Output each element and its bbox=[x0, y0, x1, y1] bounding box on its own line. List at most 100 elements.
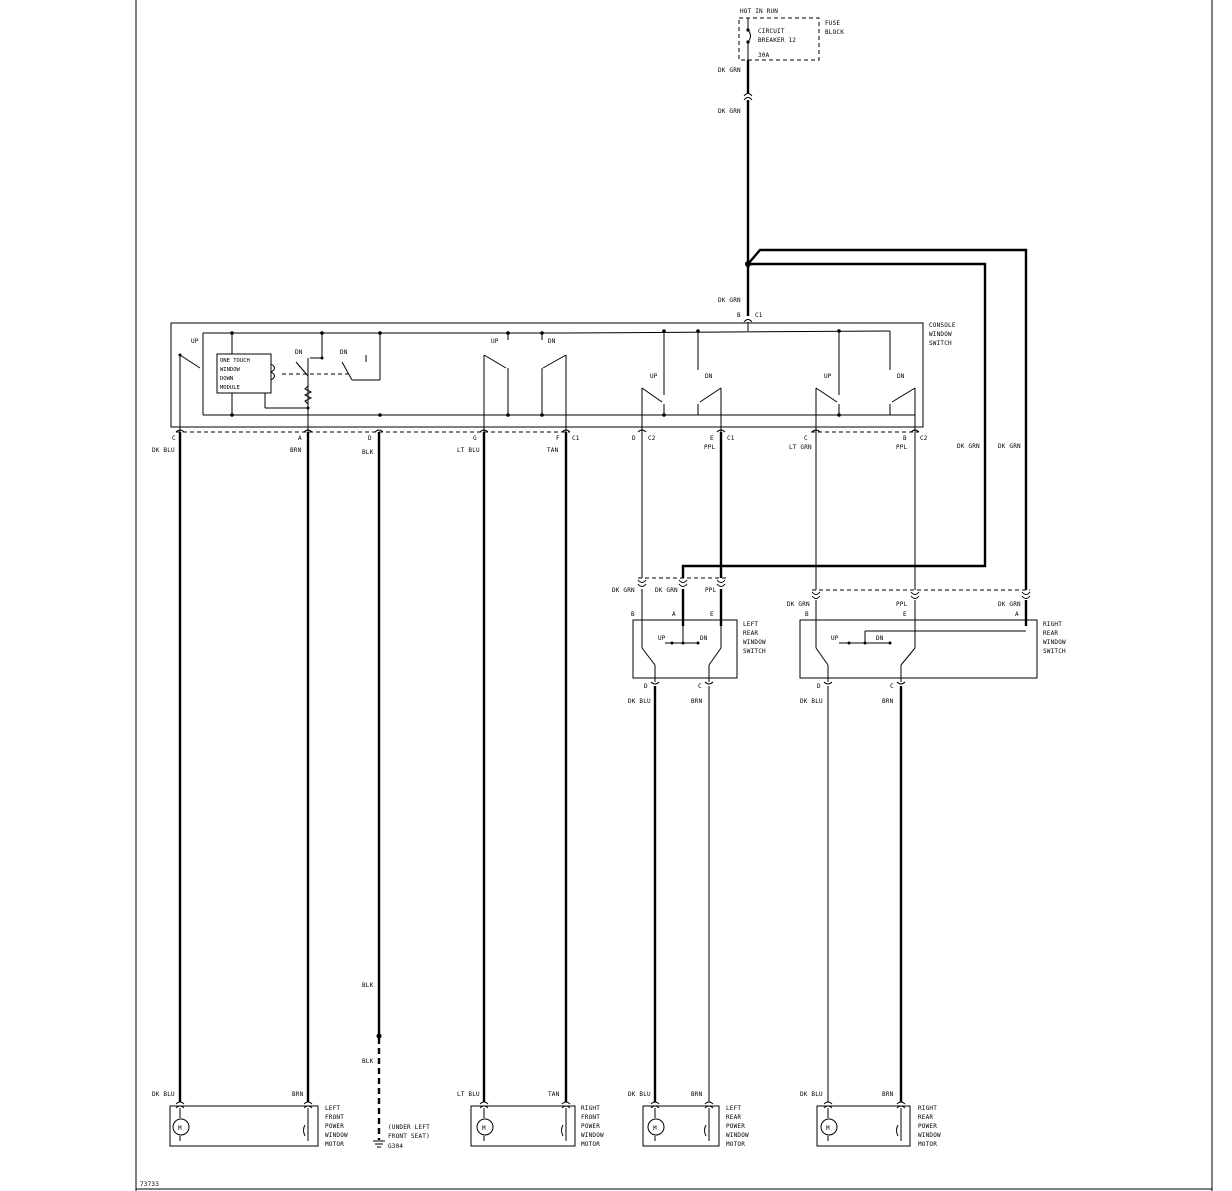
wire-label-lt-grn: LT GRN bbox=[789, 444, 812, 451]
console-label-3: SWITCH bbox=[929, 340, 952, 347]
console-conn-d2: C2 bbox=[648, 435, 656, 442]
lr-top-wire-1: DK GRN bbox=[612, 587, 635, 594]
console-pin-d2: D bbox=[632, 435, 636, 442]
lf-motor-wire-1: DK BLU bbox=[152, 1091, 175, 1098]
lf-motor-wire-2: BRN bbox=[292, 1091, 304, 1098]
feed-wire-label-1: DK GRN bbox=[718, 67, 741, 74]
breaker-amps: 30A bbox=[758, 52, 770, 59]
rr-bottom-wire-2: BRN bbox=[882, 698, 894, 705]
left-rear-control-contacts: UP DN bbox=[641, 329, 722, 432]
left-front-window-motor: DK BLU BRN M LEFT FRONT POWER WINDOW MOT… bbox=[152, 1091, 348, 1148]
lf-motor-label-3: POWER bbox=[325, 1123, 344, 1130]
lr-bottom-wire-1: DK BLU bbox=[628, 698, 651, 705]
breaker-terminal-bottom bbox=[746, 40, 750, 44]
left-front-switch-contacts: UP DN DN bbox=[178, 331, 382, 432]
wire-label-ppl-2: PPL bbox=[896, 444, 908, 451]
rr-top-wire-2: PPL bbox=[896, 601, 908, 608]
lr-pin-b: B bbox=[631, 611, 635, 618]
wire-label-blk: BLK bbox=[362, 449, 374, 456]
lr-pin-e: E bbox=[710, 611, 714, 618]
module-label-3: DOWN bbox=[220, 376, 233, 382]
console-window-switch: CONSOLE WINDOW SWITCH ONE TOUCH WINDOW D… bbox=[170, 322, 956, 433]
rr-top-wire-3: DK GRN bbox=[998, 601, 1021, 608]
hot-in-run-label: HOT IN RUN bbox=[740, 8, 778, 15]
lr-label-4: SWITCH bbox=[743, 648, 766, 655]
rr-dn-label: DN bbox=[897, 373, 905, 380]
lr-pin-c: C bbox=[698, 683, 702, 690]
lr-motor-label-3: POWER bbox=[726, 1123, 745, 1130]
feed-wire-label-2: DK GRN bbox=[718, 108, 741, 115]
ground-note-2: FRONT SEAT) bbox=[388, 1133, 430, 1140]
main-feed-wire: DK GRN DK GRN DK GRN B C1 DK GRN DK GRN bbox=[681, 60, 1028, 590]
rr-motor-outline bbox=[816, 1105, 911, 1147]
rf-dn-label: DN bbox=[548, 338, 556, 345]
feed-connector-label: C1 bbox=[755, 312, 763, 319]
wire-label-tan: TAN bbox=[547, 447, 559, 454]
lf-motor-label-5: MOTOR bbox=[325, 1141, 344, 1148]
diagram-id: 73733 bbox=[140, 1181, 159, 1188]
rr-label-1: RIGHT bbox=[1043, 621, 1062, 628]
rr-motor-label-3: POWER bbox=[918, 1123, 937, 1130]
console-switch-outline bbox=[170, 322, 924, 428]
rr-pin-e: E bbox=[903, 611, 907, 618]
lf-motor-label-1: LEFT bbox=[325, 1105, 340, 1112]
lf-dn-label-2: DN bbox=[340, 349, 348, 356]
fuse-block-outline bbox=[738, 17, 820, 61]
one-touch-module bbox=[216, 353, 272, 394]
console-pin-c: C bbox=[172, 435, 176, 442]
lr-label-3: WINDOW bbox=[743, 639, 766, 646]
rr-label-2: REAR bbox=[1043, 630, 1058, 637]
feed-wire-label-3: DK GRN bbox=[718, 297, 741, 304]
rr-motor-icon bbox=[820, 1118, 838, 1136]
lf-motor-outline bbox=[169, 1105, 319, 1147]
console-conn-f: C1 bbox=[572, 435, 580, 442]
lf-motor-symbol: M bbox=[178, 1125, 182, 1132]
rr-motor-label-5: MOTOR bbox=[918, 1141, 937, 1148]
lf-motor-label-4: WINDOW bbox=[325, 1132, 348, 1139]
console-conn-e: C1 bbox=[727, 435, 735, 442]
ground-note-1: (UNDER LEFT bbox=[388, 1124, 430, 1131]
right-rear-control-contacts: UP DN bbox=[662, 329, 916, 432]
console-pin-d: D bbox=[368, 435, 372, 442]
ground-wire-label-2: BLK bbox=[362, 1058, 374, 1065]
rr-sw-dn: DN bbox=[876, 635, 884, 642]
module-label-2: WINDOW bbox=[220, 367, 241, 373]
rr-sw-up: UP bbox=[831, 635, 839, 642]
left-rear-window-switch: DK GRN DK GRN PPL B A E LEFT REAR WINDOW… bbox=[612, 577, 766, 1102]
rr-bottom-wire-1: DK BLU bbox=[800, 698, 823, 705]
right-rear-window-motor: DK BLU BRN M RIGHT REAR POWER WINDOW MOT… bbox=[800, 1091, 941, 1148]
rr-up-label: UP bbox=[824, 373, 832, 380]
lr-label-2: REAR bbox=[743, 630, 758, 637]
wire-label-brn: BRN bbox=[290, 447, 302, 454]
lr-up-label: UP bbox=[650, 373, 658, 380]
lf-motor-label-2: FRONT bbox=[325, 1114, 344, 1121]
rr-motor-label-1: RIGHT bbox=[918, 1105, 937, 1112]
rr-switch-outline bbox=[799, 619, 1038, 679]
lr-motor-wire-2: BRN bbox=[691, 1091, 703, 1098]
rr-pin-a: A bbox=[1015, 611, 1019, 618]
fuse-block-label-1: FUSE bbox=[825, 20, 840, 27]
wire-label-dk-blu: DK BLU bbox=[152, 447, 175, 454]
rr-pin-d: D bbox=[817, 683, 821, 690]
lr-motor-icon bbox=[647, 1118, 665, 1136]
rr-motor-label-4: WINDOW bbox=[918, 1132, 941, 1139]
resistor-icon bbox=[303, 385, 313, 405]
rf-motor-label-1: RIGHT bbox=[581, 1105, 600, 1112]
rr-motor-wire-2: BRN bbox=[882, 1091, 894, 1098]
console-pin-f: F bbox=[556, 435, 560, 442]
rr-motor-symbol: M bbox=[826, 1125, 830, 1132]
right-front-window-motor: LT BLU TAN M RIGHT FRONT POWER WINDOW MO… bbox=[457, 1091, 604, 1148]
rr-top-wire-1: DK GRN bbox=[787, 601, 810, 608]
rf-motor-label-4: WINDOW bbox=[581, 1132, 604, 1139]
rf-motor-label-5: MOTOR bbox=[581, 1141, 600, 1148]
rr-label-4: SWITCH bbox=[1043, 648, 1066, 655]
lf-dn-label-1: DN bbox=[295, 349, 303, 356]
rf-motor-outline bbox=[470, 1105, 576, 1147]
console-label-1: CONSOLE bbox=[929, 322, 956, 329]
circuit-breaker-icon bbox=[747, 18, 751, 60]
rf-motor-icon bbox=[476, 1118, 494, 1136]
right-rear-window-switch: DK GRN PPL DK GRN B E A RIGHT REAR WINDO… bbox=[787, 589, 1066, 1102]
ground-id: G304 bbox=[388, 1143, 403, 1150]
